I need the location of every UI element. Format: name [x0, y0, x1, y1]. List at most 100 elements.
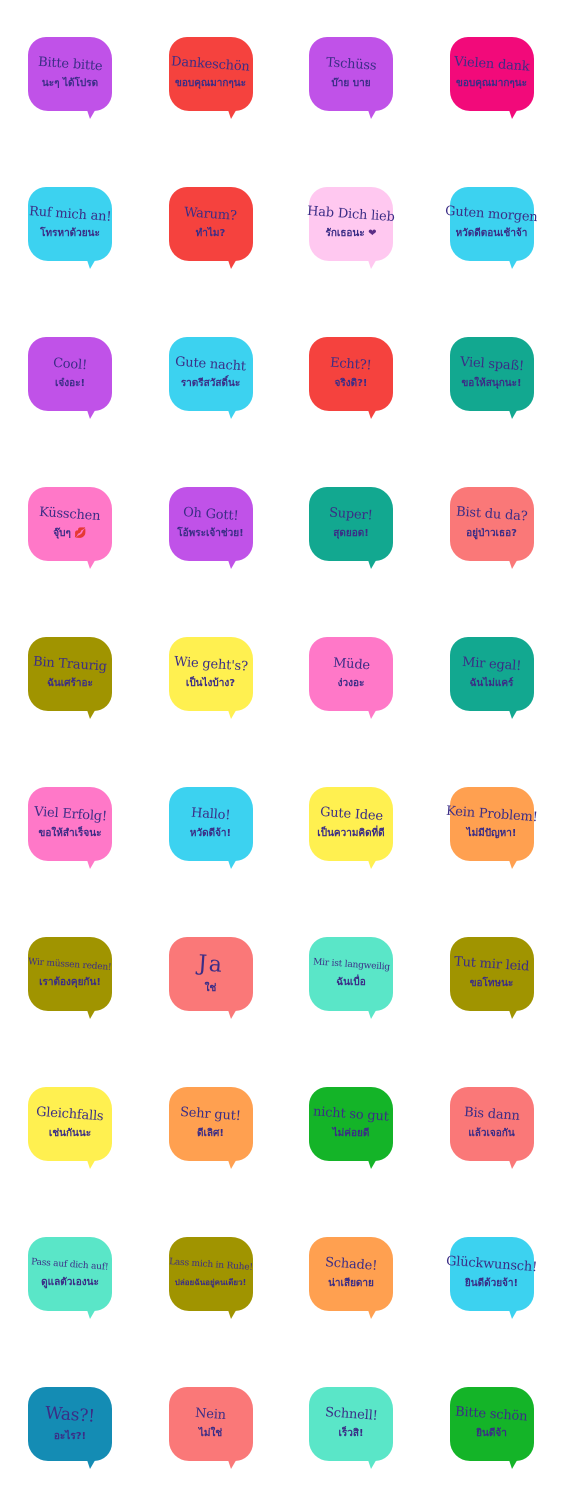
thai-phrase-text: เป็นไงบ้าง?	[185, 678, 236, 689]
sticker-cell: Bist du da?อยู่ป่าวเธอ?	[422, 450, 562, 600]
speech-bubble-sticker[interactable]: Sehr gut!ดีเลิศ!	[168, 1087, 253, 1169]
sticker-cell: Was?!อะไร?!	[0, 1350, 141, 1500]
german-phrase: Glückwunsch!	[445, 1253, 538, 1276]
bubble-tail	[86, 1157, 97, 1169]
sticker-cell: Schnell! เร็วสิ!	[281, 1350, 422, 1500]
speech-bubble-sticker[interactable]: Cool! เจ๋งอะ!	[28, 337, 112, 419]
thai-phrase-text: ไม่ค่อยดี	[332, 1128, 370, 1139]
thai-phrase-text: ฉันเศร้าอะ	[47, 678, 93, 689]
german-phrase: Echt?!	[329, 355, 373, 374]
bubble-tail	[507, 1307, 519, 1319]
thai-phrase: เร็วสิ!	[338, 1427, 363, 1440]
german-phrase: Schade!	[324, 1255, 378, 1274]
german-phrase: Oh Gott!	[182, 505, 239, 524]
thai-phrase-text: เช่นกันนะ	[48, 1128, 92, 1139]
speech-bubble-sticker[interactable]: Warum?ทำไม?	[168, 187, 253, 269]
sticker-cell: Pass auf dich auf!ดูแลตัวเองนะ	[0, 1200, 141, 1350]
german-phrase: Schnell!	[324, 1405, 378, 1424]
speech-bubble-sticker[interactable]: Oh Gott! โอ้พระเจ้าช่วย!	[168, 487, 253, 569]
thai-phrase-text: ขอบคุณมากๆนะ	[175, 78, 246, 89]
sticker-cell: Cool! เจ๋งอะ!	[0, 300, 141, 450]
bubble-tail	[226, 107, 238, 119]
speech-bubble-sticker[interactable]: Super!สุดยอด!	[309, 487, 393, 569]
german-phrase: Bitte bitte	[37, 54, 103, 75]
sticker-cell: Warum?ทำไม?	[141, 150, 282, 300]
speech-bubble-sticker[interactable]: Schnell! เร็วสิ!	[309, 1387, 393, 1469]
german-phrase: Cool!	[52, 355, 88, 374]
kiss-lips-icon: 💋	[70, 528, 87, 539]
thai-phrase: รักเธอนะ ❤	[325, 227, 376, 240]
speech-bubble-sticker[interactable]: Viel Erfolg!ขอให้สำเร็จนะ	[28, 787, 112, 869]
bubble-tail	[226, 1157, 238, 1169]
speech-bubble-sticker[interactable]: Viel spaß!ขอให้สนุกนะ!	[449, 337, 534, 419]
speech-bubble-sticker[interactable]: Glückwunsch!ยินดีด้วยจ้า!	[446, 1237, 538, 1319]
bubble-tail	[86, 257, 97, 269]
speech-bubble-sticker[interactable]: Schade!น่าเสียดาย	[309, 1237, 393, 1319]
german-phrase: Tut mir leid	[453, 954, 530, 975]
bubble-tail	[86, 707, 97, 719]
speech-bubble-sticker[interactable]: Pass auf dich auf!ดูแลตัวเองนะ	[28, 1237, 112, 1319]
speech-bubble-sticker[interactable]: Lass mich in Ruhe!ปล่อยฉันอยู่คนเดียว!	[168, 1237, 253, 1319]
speech-bubble-sticker[interactable]: Echt?!จริงดิ?!	[309, 337, 393, 419]
bubble-tail	[367, 407, 378, 419]
thai-phrase: โอ้พระเจ้าช่วย!	[177, 527, 243, 540]
thai-phrase-text: อะไร?!	[53, 1430, 87, 1442]
speech-bubble-sticker[interactable]: Kein Problem!ไม่มีปัญหา!	[445, 787, 538, 869]
sticker-cell: Viel spaß!ขอให้สนุกนะ!	[422, 300, 562, 450]
sticker-cell: Hallo!หวัดดีจ้า!	[141, 750, 282, 900]
sticker-cell: Sehr gut!ดีเลิศ!	[141, 1050, 282, 1200]
bubble-tail	[86, 857, 97, 869]
thai-phrase-text: ดีเลิศ!	[197, 1128, 224, 1139]
german-phrase: Mir ist langweilig	[312, 956, 390, 973]
bubble-tail	[367, 107, 378, 119]
thai-phrase: อยู่ป่าวเธอ?	[466, 527, 517, 540]
speech-bubble-sticker[interactable]: Wie geht's?เป็นไงบ้าง?	[168, 637, 253, 719]
bubble-tail	[367, 1457, 378, 1469]
thai-phrase: ยินดีด้วยจ้า!	[465, 1277, 518, 1290]
speech-bubble-sticker[interactable]: Was?!อะไร?!	[28, 1387, 112, 1469]
thai-phrase: ฉันเบื่อ	[336, 976, 365, 989]
speech-bubble-sticker[interactable]: Wir müssen reden!เราต้องคุยกัน!	[28, 937, 112, 1019]
bubble-tail	[507, 1157, 519, 1169]
german-phrase: Guten morgen	[444, 203, 539, 226]
sticker-cell: Echt?!จริงดิ?!	[281, 300, 422, 450]
bubble-tail	[367, 1307, 378, 1319]
speech-bubble-sticker[interactable]: Bist du da?อยู่ป่าวเธอ?	[449, 487, 534, 569]
bubble-tail	[507, 557, 519, 569]
speech-bubble-sticker[interactable]: Mir ist langweilig ฉันเบื่อ	[309, 937, 393, 1019]
thai-phrase-text: เจ๋งอะ!	[54, 378, 86, 389]
german-phrase: Warum?	[183, 205, 238, 224]
thai-phrase: โทรหาด้วยนะ	[40, 227, 100, 240]
german-phrase: Super!	[328, 505, 374, 524]
sticker-cell: Ruf mich an!โทรหาด้วยนะ	[0, 150, 141, 300]
thai-phrase: ฉันไม่แคร์	[470, 677, 514, 690]
speech-bubble-sticker[interactable]: Hallo!หวัดดีจ้า!	[168, 787, 253, 869]
speech-bubble-sticker[interactable]: Ruf mich an!โทรหาด้วยนะ	[28, 187, 112, 269]
sticker-cell: Glückwunsch!ยินดีด้วยจ้า!	[422, 1200, 562, 1350]
speech-bubble-sticker[interactable]: Mir egal!ฉันไม่แคร์	[449, 637, 534, 719]
german-phrase: Gute Idee	[319, 804, 383, 825]
